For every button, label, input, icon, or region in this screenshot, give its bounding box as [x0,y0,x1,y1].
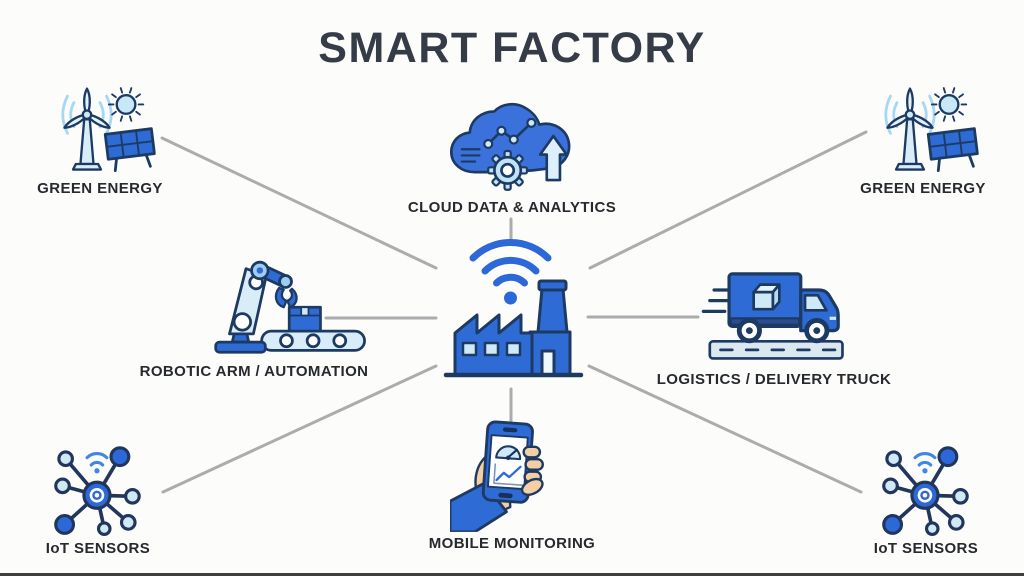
delivery-truck-icon [699,260,849,367]
node-mobile-monitoring: MOBILE MONITORING [429,417,595,552]
green-energy-icon [44,84,156,177]
node-label: CLOUD DATA & ANALYTICS [407,199,617,216]
mobile-monitoring-icon [450,417,560,532]
node-robotic-arm: ROBOTIC ARM / AUTOMATION [136,251,372,380]
iot-sensors-icon [50,441,146,537]
cloud-analytics-icon [446,99,578,196]
robotic-arm-icon [201,251,371,357]
factory-wifi-icon [440,234,590,382]
iot-sensors-icon [878,441,974,537]
connector-line [587,364,863,494]
connector-line [588,130,868,270]
node-label: LOGISTICS / DELIVERY TRUCK [656,371,892,388]
connector-line [161,364,438,494]
page-title: SMART FACTORY [318,24,706,72]
connector-line [160,136,438,270]
node-label: IoT SENSORS [873,540,979,557]
node-label: ROBOTIC ARM / AUTOMATION [139,363,369,380]
node-green-energy-right: GREEN ENERGY [841,84,1005,197]
node-label: MOBILE MONITORING [428,535,596,552]
node-smart-factory-hub [440,234,590,387]
node-green-energy-left: GREEN ENERGY [18,84,182,197]
node-label: GREEN ENERGY [860,180,986,197]
node-iot-sensors-left: IoT SENSORS [30,441,166,557]
green-energy-icon [867,84,979,177]
node-logistics-truck: LOGISTICS / DELIVERY TRUCK [656,260,892,388]
node-label: GREEN ENERGY [37,180,163,197]
node-label: IoT SENSORS [45,540,151,557]
bottom-border-line [0,573,1024,576]
node-cloud-data-analytics: CLOUD DATA & ANALYTICS [402,99,622,216]
node-iot-sensors-right: IoT SENSORS [853,441,999,557]
